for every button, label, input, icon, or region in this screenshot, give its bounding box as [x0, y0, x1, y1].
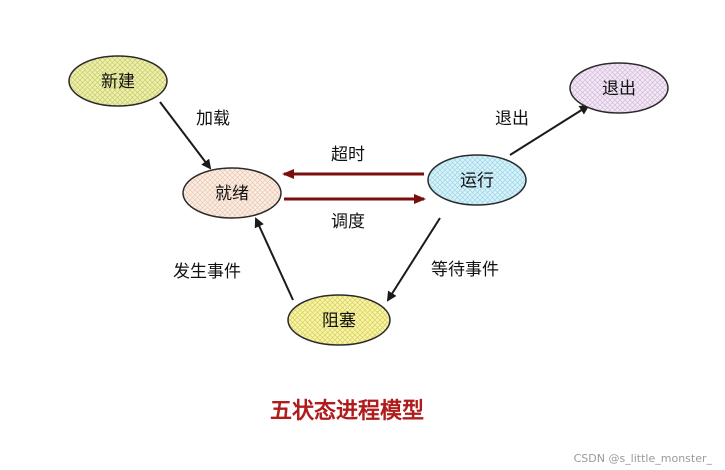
- state-blocked: 阻塞: [287, 294, 391, 346]
- state-running-label: 运行: [460, 171, 494, 191]
- state-new-label: 新建: [101, 72, 135, 92]
- state-running: 运行: [427, 154, 527, 206]
- arrow-blocked-to-ready: [254, 217, 294, 301]
- transition-wait-event-label: 等待事件: [431, 260, 499, 280]
- state-ready: 就绪: [182, 167, 282, 219]
- transition-dispatch-label: 调度: [331, 212, 365, 232]
- arrow-new-to-ready: [159, 101, 212, 170]
- state-exit-label: 退出: [602, 79, 636, 99]
- arrow-running-to-exit: [509, 104, 590, 156]
- arrow-running-to-blocked: [386, 217, 441, 302]
- state-exit: 退出: [569, 62, 669, 114]
- transition-load-label: 加载: [196, 109, 230, 129]
- transition-event-occurs-label: 发生事件: [173, 262, 241, 282]
- transition-timeout-label: 超时: [331, 145, 365, 165]
- state-new: 新建: [68, 55, 168, 107]
- state-ready-label: 就绪: [215, 184, 249, 204]
- watermark: CSDN @s_little_monster_: [574, 452, 713, 465]
- transition-exit-label: 退出: [495, 109, 529, 129]
- state-blocked-label: 阻塞: [322, 311, 356, 331]
- diagram-title: 五状态进程模型: [270, 398, 424, 424]
